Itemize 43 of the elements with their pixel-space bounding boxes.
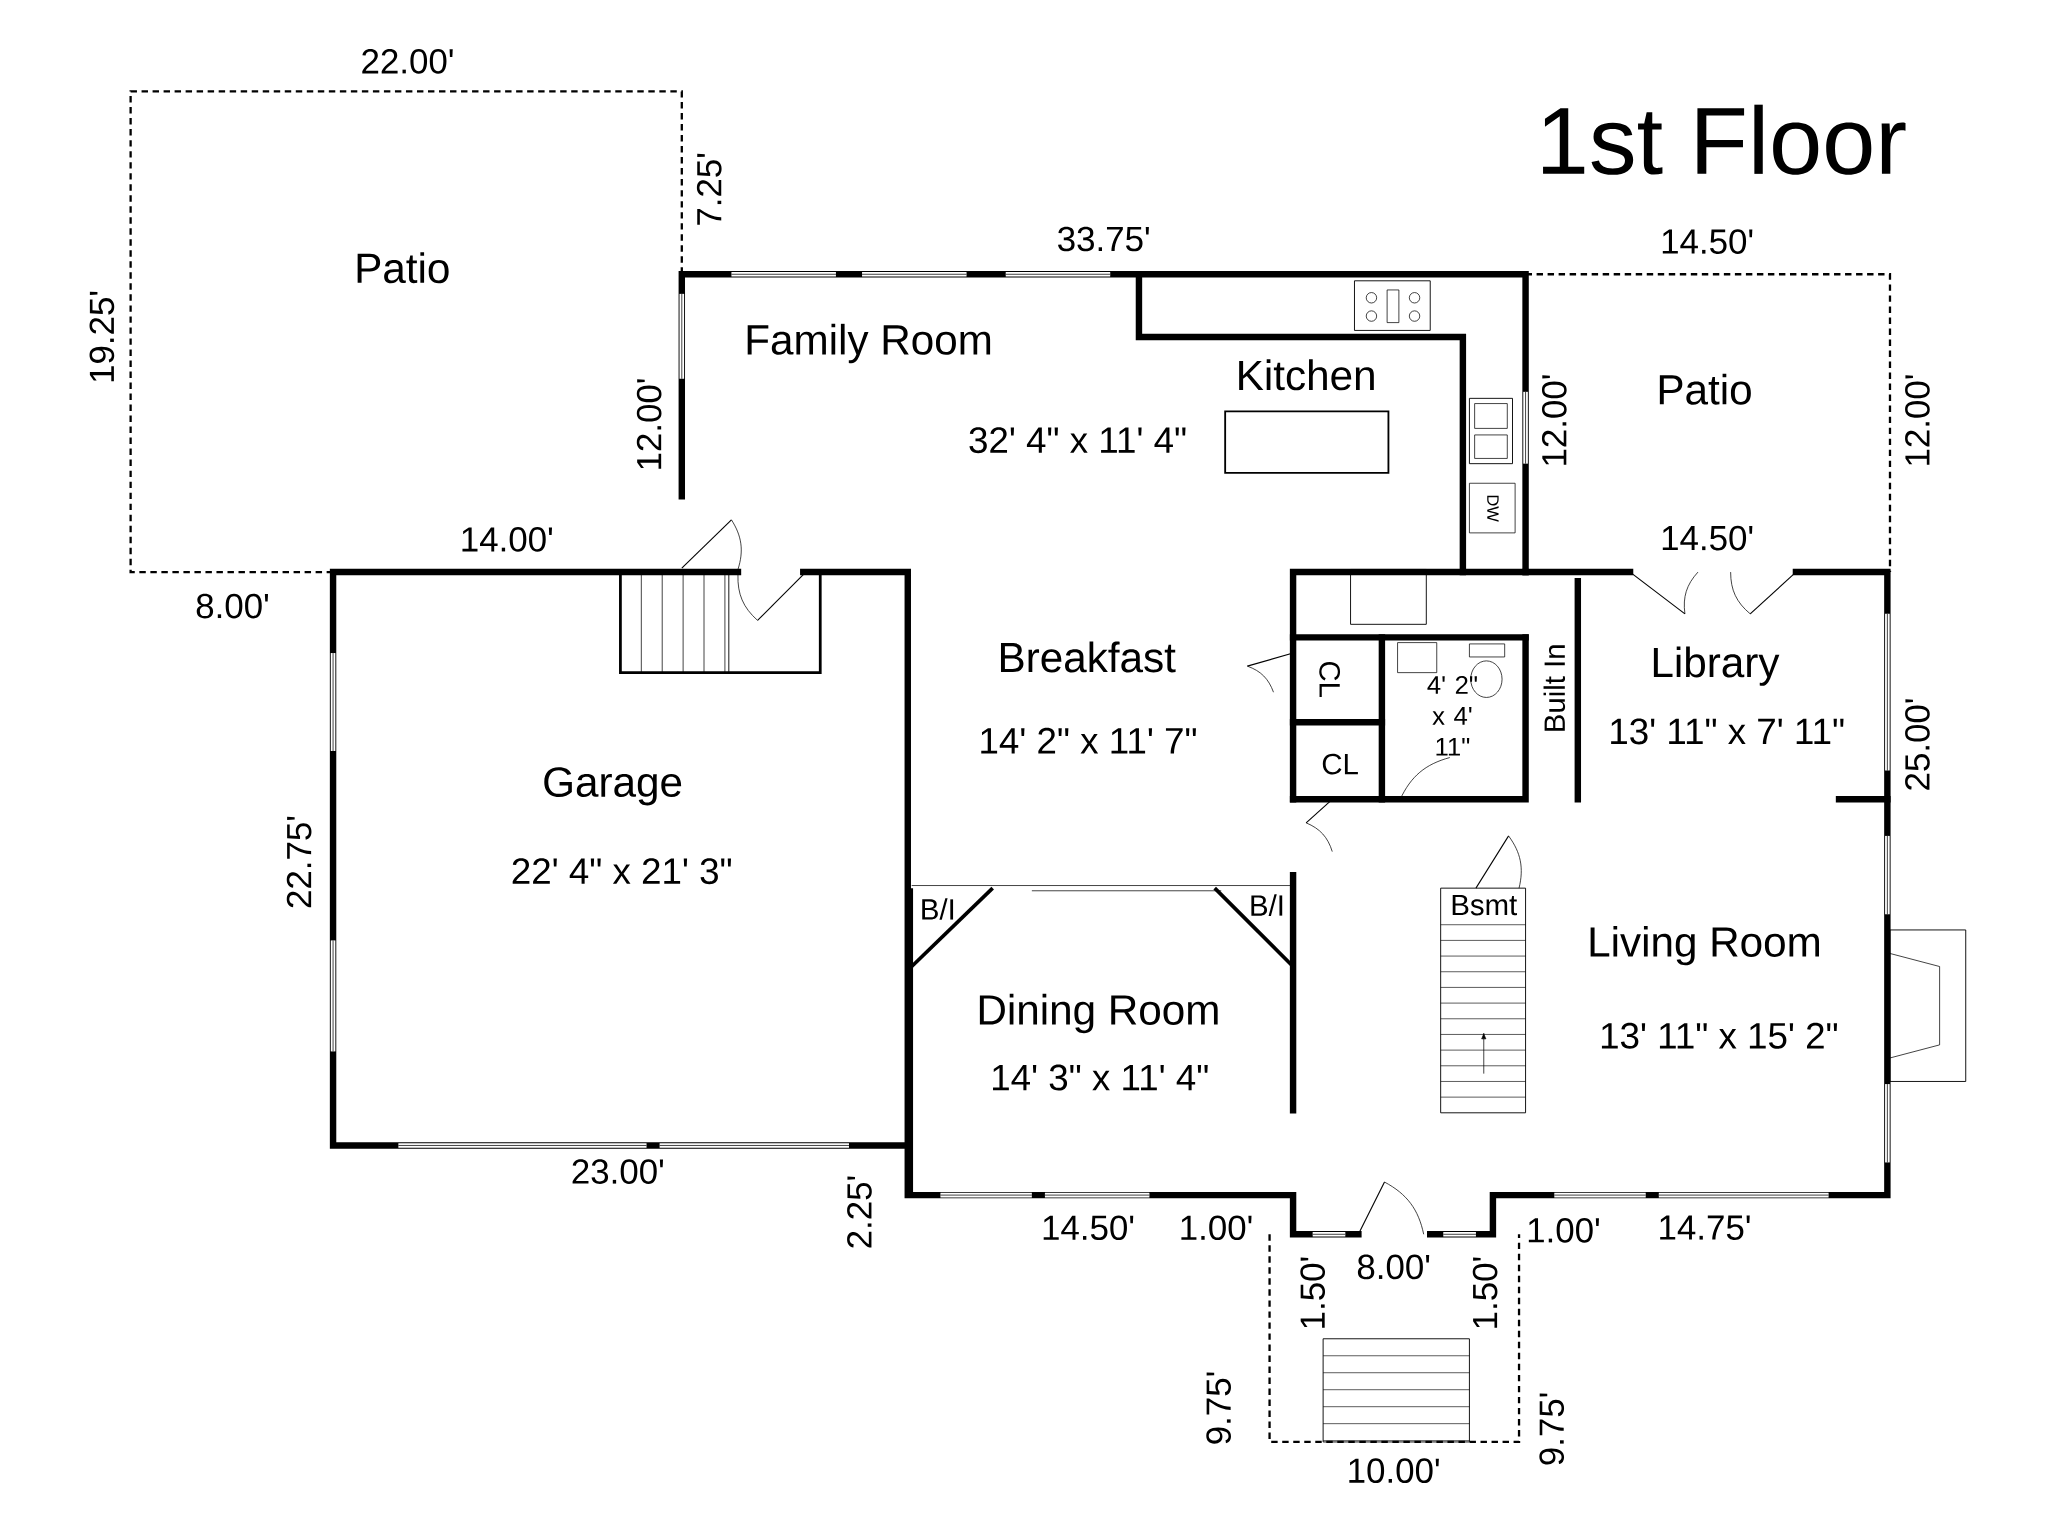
room-label: Kitchen [1239,359,1374,391]
dimension-label: 9.75' [1206,1372,1231,1444]
dimension-label: 19.25' [89,291,115,382]
dimension-label: 22.00' [362,49,453,74]
room-label: Living Room 13' 11" x 15' 2" [1590,925,1838,1049]
room-label: Patio [1659,373,1751,405]
room-label: B/I [1251,894,1283,916]
dimension-label: 1.50' [1472,1257,1498,1328]
dimension-label: 1.50' [1300,1257,1326,1328]
room-label: CL [1322,753,1358,775]
room-label: Family Room 32' 4" x 11' 4" [747,323,1186,454]
room-label: Dining Room 14' 3" x 11' 4" [979,993,1218,1091]
dimension-label: 22.75' [286,816,312,908]
dimension-label: 2.25' [847,1176,872,1248]
dimension-label: 14.50' [1662,229,1753,254]
dimension-label: 33.75' [1058,226,1149,252]
dimension-label: 14.50' [1662,525,1753,551]
dimension-label: 8.00' [196,593,268,619]
dimension-label: 12.00' [636,379,662,469]
dimension-label: 25.00' [1905,699,1930,790]
dimension-label: 8.00' [1357,1254,1430,1280]
room-label: Library 13' 11" x 7' 11" [1611,646,1844,745]
dimension-label: 7.25' [696,153,722,225]
dimension-label: 9.75' [1539,1393,1565,1465]
dimension-label: 1.00' [1181,1215,1252,1241]
room-label: B/I [922,898,954,920]
dimension-label: 10.00' [1349,1458,1439,1484]
room-label: Breakfast 14' 2" x 11' 7" [981,641,1196,754]
dimension-label: 1.00' [1528,1218,1599,1243]
title: 1st Floor [1543,104,1906,175]
dimension-label: 14.00' [462,527,552,552]
room-label: CL [1319,661,1341,697]
room-label: Garage 22' 4" x 21' 3" [512,767,731,885]
dimension-label: 14.75' [1660,1215,1750,1240]
dimension-label: 12.00' [1541,375,1567,465]
room-label: Patio [357,252,449,284]
room-label: Bsmt [1452,894,1517,916]
room-label: 4' 2" x 4' 11" [1427,675,1477,756]
appliance-label: DW [1487,495,1499,522]
dimension-label: 12.00' [1905,375,1930,465]
room-label: Built In [1543,645,1566,731]
dimension-label: 14.50' [1043,1215,1134,1241]
dimension-label: 23.00' [572,1159,663,1184]
